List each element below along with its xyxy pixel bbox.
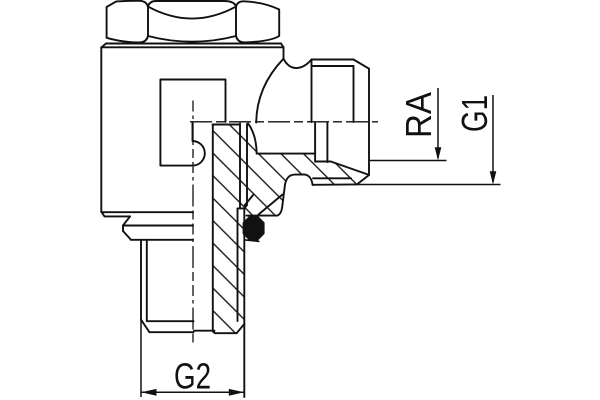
svg-text:G2: G2 [174,355,211,396]
svg-text:RA: RA [398,92,439,138]
svg-text:G1: G1 [454,95,495,132]
